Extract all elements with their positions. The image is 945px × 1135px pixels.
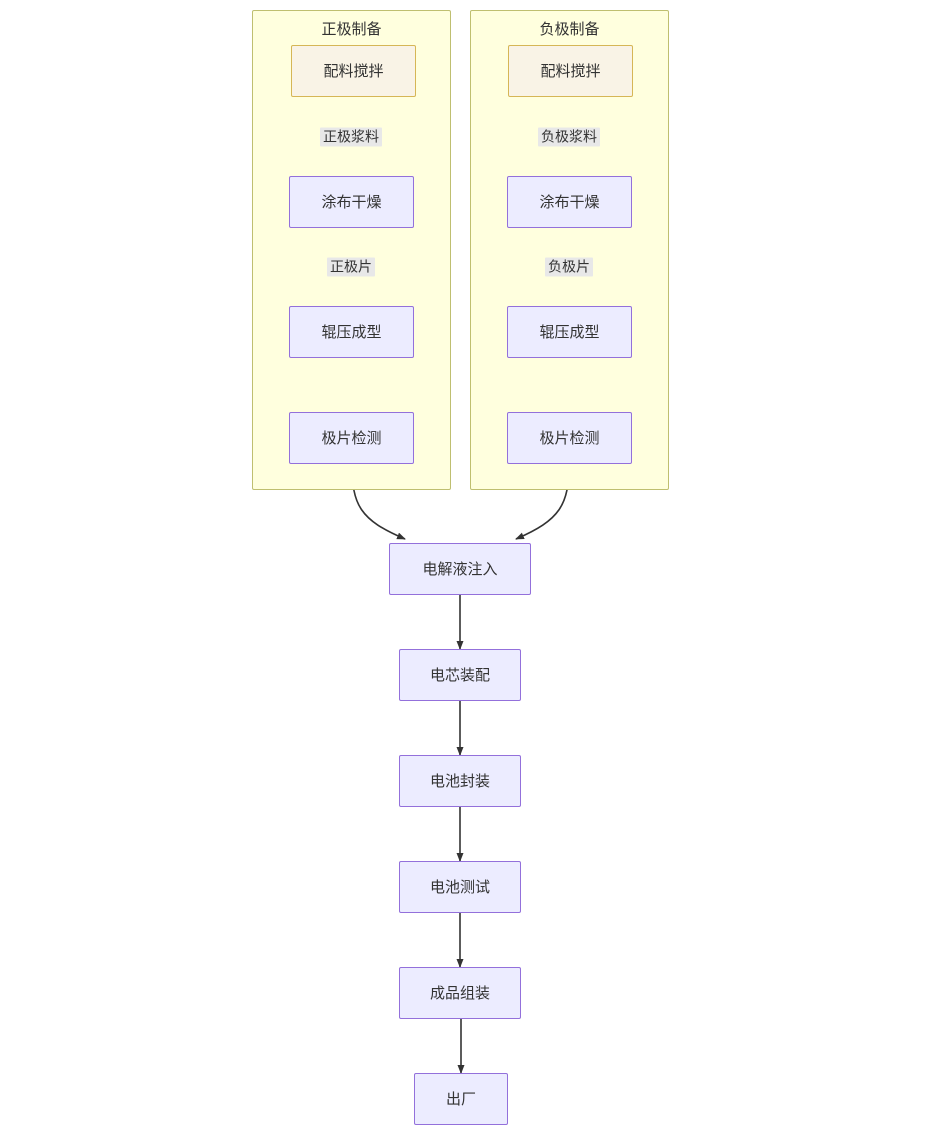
node-label: 电解液注入: [422, 560, 498, 578]
node-label: 配料搅拌: [323, 62, 384, 80]
node-label: 极片检测: [539, 429, 600, 447]
edge-label-e4: 负极浆料: [538, 127, 600, 147]
node-label: 涂布干燥: [539, 193, 600, 211]
node-cathode-inspect[interactable]: 极片检测: [289, 412, 414, 464]
node-label: 涂布干燥: [321, 193, 382, 211]
node-cell-assembly[interactable]: 电芯装配: [399, 649, 521, 701]
node-battery-test[interactable]: 电池测试: [399, 861, 521, 913]
node-label: 出厂: [445, 1090, 476, 1108]
node-anode-roll[interactable]: 辊压成型: [507, 306, 632, 358]
cluster-title-cathode-prep: 正极制备: [321, 21, 382, 38]
cluster-title-anode-prep: 负极制备: [539, 21, 600, 38]
node-anode-coat[interactable]: 涂布干燥: [507, 176, 632, 228]
node-cathode-mix[interactable]: 配料搅拌: [291, 45, 416, 97]
node-final-assembly[interactable]: 成品组装: [399, 967, 521, 1019]
edge-label-e1: 正极浆料: [320, 127, 382, 147]
node-battery-seal[interactable]: 电池封装: [399, 755, 521, 807]
node-label: 配料搅拌: [540, 62, 601, 80]
node-anode-inspect[interactable]: 极片检测: [507, 412, 632, 464]
node-label: 成品组装: [429, 984, 490, 1002]
node-cathode-coat[interactable]: 涂布干燥: [289, 176, 414, 228]
edge-label-e2: 正极片: [327, 257, 375, 277]
node-shipment[interactable]: 出厂: [414, 1073, 508, 1125]
node-label: 电芯装配: [429, 666, 490, 684]
node-anode-mix[interactable]: 配料搅拌: [508, 45, 633, 97]
node-label: 极片检测: [321, 429, 382, 447]
node-label: 辊压成型: [539, 323, 600, 341]
node-label: 辊压成型: [321, 323, 382, 341]
edge-label-e5: 负极片: [545, 257, 593, 277]
node-cathode-roll[interactable]: 辊压成型: [289, 306, 414, 358]
node-electrolyte[interactable]: 电解液注入: [389, 543, 531, 595]
node-label: 电池封装: [429, 772, 490, 790]
node-label: 电池测试: [429, 878, 490, 896]
